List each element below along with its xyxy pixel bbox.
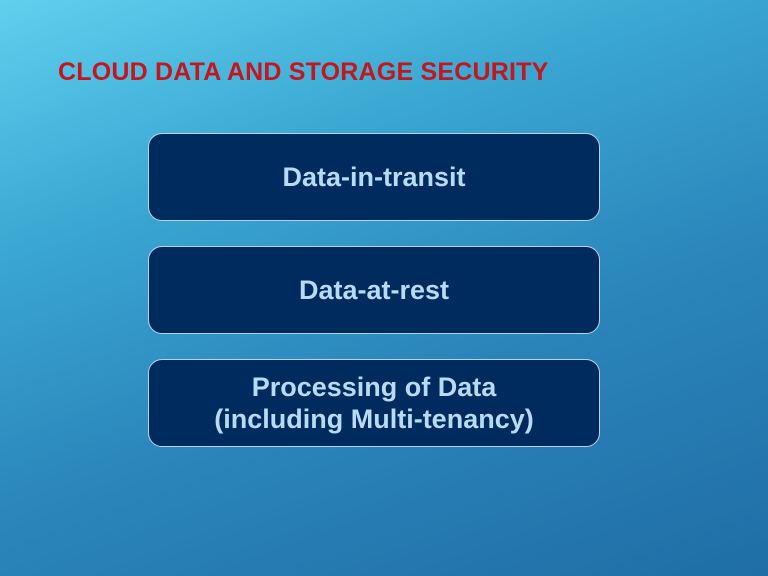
data-in-transit-box: Data-in-transit: [148, 133, 600, 221]
box-label: Data-in-transit: [282, 161, 466, 192]
processing-of-data-box: Processing of Data (including Multi-tena…: [148, 359, 600, 447]
box-label: Data-at-rest: [298, 274, 450, 305]
box-label-line-2: (including Multi-tenancy): [214, 404, 534, 434]
box-label-line-1: Processing of Data: [251, 371, 497, 402]
data-at-rest-box: Data-at-rest: [148, 246, 600, 334]
slide-title: CLOUD DATA AND STORAGE SECURITY: [58, 58, 549, 86]
